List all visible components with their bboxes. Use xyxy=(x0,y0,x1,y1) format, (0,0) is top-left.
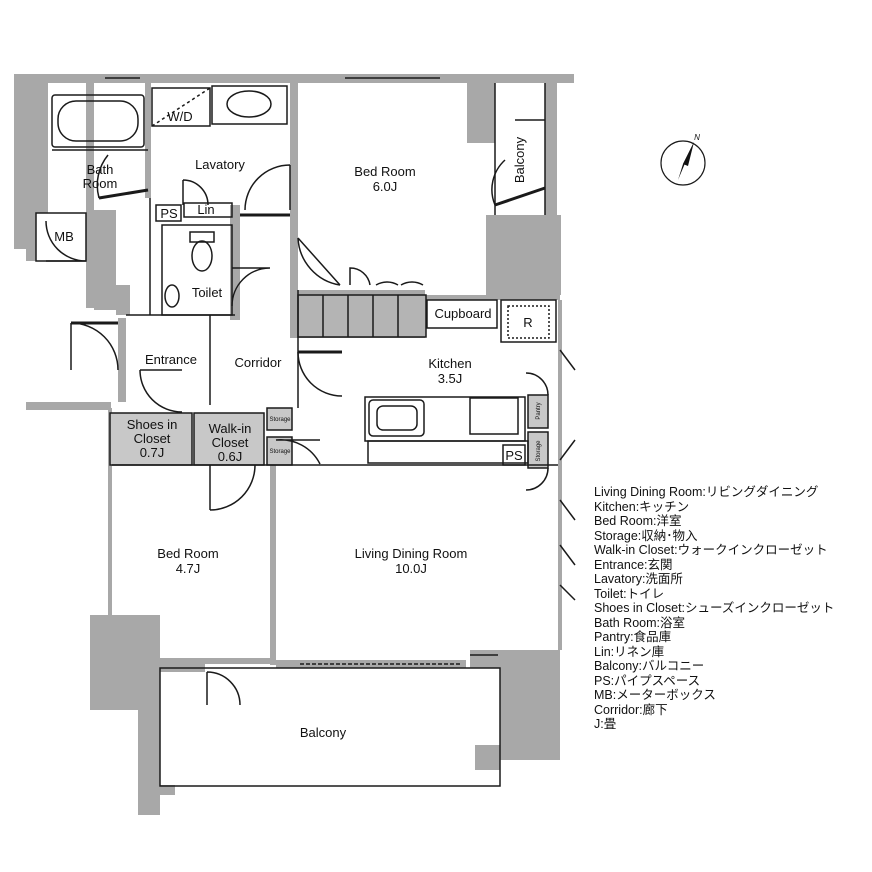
toilet-label: Toilet xyxy=(192,285,223,300)
legend-item: Storage:収納･物入 xyxy=(594,528,698,543)
balcony-south-label: Balcony xyxy=(300,725,347,740)
bath-label-1: Bath xyxy=(87,162,114,177)
cupboard-label: Cupboard xyxy=(434,306,491,321)
r-label: R xyxy=(523,315,532,330)
bed-north-label-2: 6.0J xyxy=(373,179,398,194)
storage-a-label: Storage xyxy=(269,417,291,423)
legend-item: Lavatory:洗面所 xyxy=(594,572,683,586)
legend-item: Lin:リネン庫 xyxy=(594,644,665,659)
lavatory-label: Lavatory xyxy=(195,157,245,172)
shoes-closet-label-2: Closet xyxy=(134,431,171,446)
legend-item: J:畳 xyxy=(594,717,617,731)
walkin-closet-label-1: Walk-in xyxy=(209,421,252,436)
compass-icon xyxy=(660,140,706,186)
walkin-closet-label-2: Closet xyxy=(212,435,249,450)
storage-c-label: Storage xyxy=(536,440,542,462)
legend-item: Walk-in Closet:ウォークインクローゼット xyxy=(594,543,828,557)
kitchen-label-1: Kitchen xyxy=(428,356,471,371)
legend-item: Kitchen:キッチン xyxy=(594,499,690,514)
north-mark: N xyxy=(694,133,700,142)
living-dining-label-2: 10.0J xyxy=(395,561,427,576)
closet-fills xyxy=(109,394,549,469)
door-leaves xyxy=(71,186,546,354)
bed-south-label-2: 4.7J xyxy=(176,561,201,576)
shoes-closet-label-3: 0.7J xyxy=(140,445,165,460)
legend-item: Shoes in Closet:シューズインクローゼット xyxy=(594,601,835,615)
room-labels: Bath Room W/D Lavatory Bed Room 6.0J Bal… xyxy=(54,109,700,740)
lin-label: Lin xyxy=(197,202,214,217)
legend-item: Bath Room:浴室 xyxy=(594,615,686,630)
corridor-label: Corridor xyxy=(235,355,283,370)
legend-item: Entrance:玄関 xyxy=(594,557,673,572)
mb-label: MB xyxy=(54,229,74,244)
ps-kitchen-label: PS xyxy=(505,448,523,463)
pantry-label: Pantry xyxy=(536,402,542,419)
legend-item: Living Dining Room:リビングダイニング xyxy=(594,485,819,499)
kitchen-label-2: 3.5J xyxy=(438,371,463,386)
legend: Living Dining Room:リビングダイニング Kitchen:キッチ… xyxy=(594,485,834,732)
legend-item: Corridor:廊下 xyxy=(594,702,668,717)
legend-item: MB:メーターボックス xyxy=(594,688,716,702)
legend-item: Bed Room:洋室 xyxy=(594,514,682,528)
wd-label: W/D xyxy=(167,109,192,124)
bed-south-label-1: Bed Room xyxy=(157,546,218,561)
legend-item: Pantry:食品庫 xyxy=(594,630,672,644)
bath-label-2: Room xyxy=(83,176,118,191)
legend-item: Balcony:バルコニー xyxy=(594,659,705,673)
storage-b-label: Storage xyxy=(269,449,291,455)
ps-top-label: PS xyxy=(160,206,178,221)
walkin-closet-label-3: 0.6J xyxy=(218,449,243,464)
legend-item: PS:パイプスペース xyxy=(594,673,701,688)
legend-item: Toilet:トイレ xyxy=(594,586,665,601)
entrance-label: Entrance xyxy=(145,352,197,367)
balcony-north-label: Balcony xyxy=(512,136,527,183)
shoes-closet-label-1: Shoes in xyxy=(127,417,178,432)
living-dining-label-1: Living Dining Room xyxy=(355,546,468,561)
bed-north-label-1: Bed Room xyxy=(354,164,415,179)
